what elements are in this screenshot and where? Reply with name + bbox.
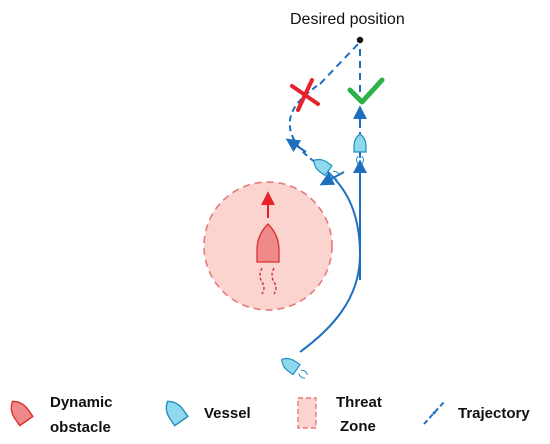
curved-trajectory-to-target: [319, 41, 361, 85]
legend-obstacle-label-2: obstacle: [50, 419, 111, 436]
dynamic-obstacle: [256, 223, 280, 295]
vessel-mid: [313, 158, 341, 180]
vessel-start: [281, 357, 309, 379]
legend-threat-zone-icon: [297, 397, 317, 429]
target-point: [356, 36, 364, 44]
check-icon: [347, 77, 385, 105]
legend: Dynamic obstacle Vessel Threat Zone Traj…: [10, 394, 530, 436]
legend-threat-label-2: Zone: [340, 418, 376, 435]
legend-trajectory-label: Trajectory: [458, 405, 530, 422]
legend-obstacle-label-1: Dynamic: [50, 394, 113, 411]
curved-trajectory: [299, 164, 362, 353]
legend-vessel-label: Vessel: [204, 405, 251, 422]
cross-icon: [290, 78, 320, 112]
legend-vessel-icon: [165, 400, 189, 427]
legend-threat-label-1: Threat: [336, 394, 382, 411]
legend-trajectory-icon: [423, 401, 445, 425]
curved-trajectory-arrow-upper: [285, 138, 307, 153]
legend-obstacle-icon: [10, 400, 34, 427]
vessel-upper: [353, 133, 367, 165]
target-label: Desired position: [290, 11, 405, 28]
